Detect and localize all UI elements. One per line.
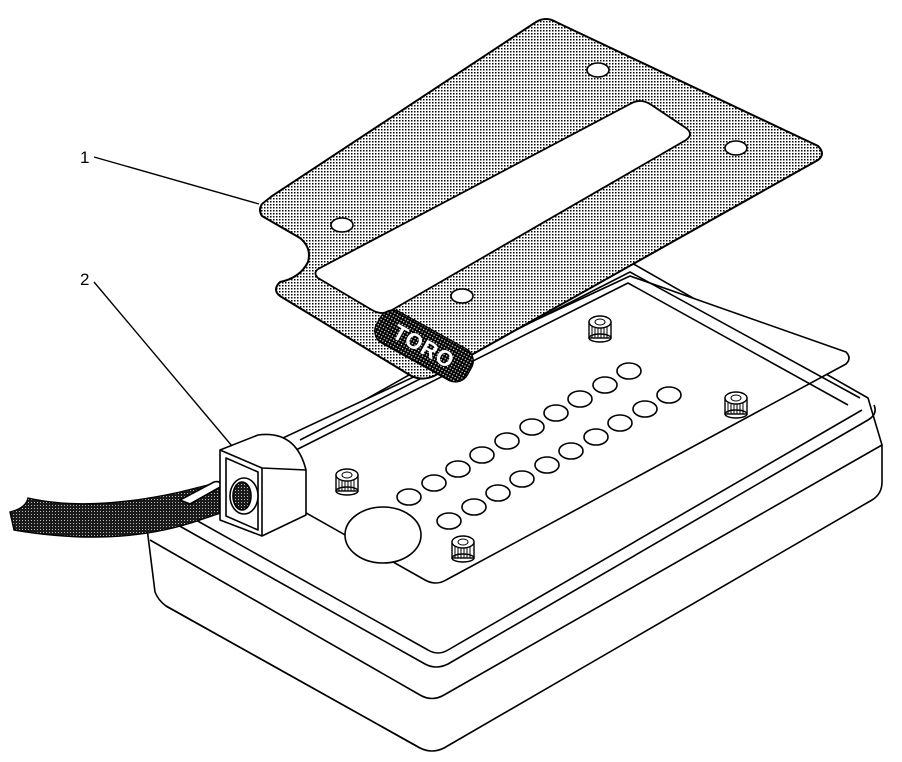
led-indicator <box>519 418 545 436</box>
led-indicator <box>396 488 422 506</box>
large-round-button <box>344 506 422 564</box>
callout-1: 1 <box>80 148 260 205</box>
led-row-top <box>396 362 642 506</box>
led-indicator <box>592 376 618 394</box>
mounting-hole <box>450 288 474 304</box>
led-indicator <box>461 498 487 516</box>
knurled-post-icon <box>451 535 475 563</box>
knurled-post-icon <box>724 391 748 419</box>
leader-line-2 <box>93 281 233 447</box>
mounting-hole <box>330 217 354 233</box>
callout-2: 2 <box>80 270 233 447</box>
led-indicator <box>583 428 609 446</box>
led-indicator <box>656 386 682 404</box>
led-indicator <box>485 484 511 502</box>
knurled-post-icon <box>588 315 612 343</box>
led-indicator <box>469 446 495 464</box>
knurled-post-icon <box>335 468 359 496</box>
led-indicator <box>509 470 535 488</box>
callout-number-1: 1 <box>80 148 89 167</box>
led-indicator <box>607 414 633 432</box>
led-indicator <box>436 512 462 530</box>
led-indicator <box>567 390 593 408</box>
led-indicator <box>421 474 447 492</box>
led-indicator <box>616 362 642 380</box>
led-indicator <box>534 456 560 474</box>
led-row-bottom <box>436 386 682 530</box>
led-indicator <box>632 400 658 418</box>
led-indicator <box>494 432 520 450</box>
mounting-hole <box>724 140 748 156</box>
led-indicator <box>445 460 471 478</box>
cable-grommet <box>179 433 307 537</box>
led-indicator <box>543 404 569 422</box>
leader-line-1 <box>93 156 260 205</box>
led-indicator <box>558 442 584 460</box>
cable <box>9 477 245 538</box>
mounting-hole <box>586 62 610 78</box>
callout-number-2: 2 <box>80 270 89 289</box>
overlay-decal: TORO <box>259 18 823 383</box>
